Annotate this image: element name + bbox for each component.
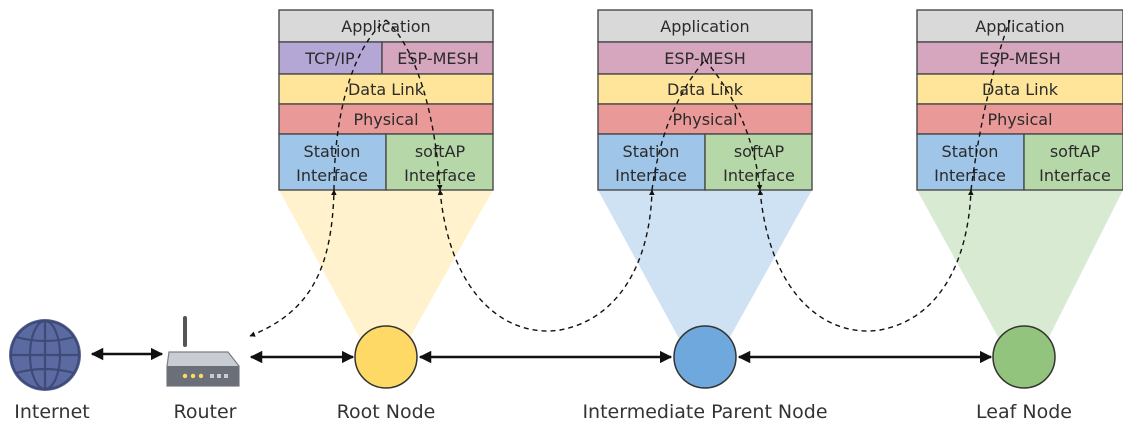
root-esp-mesh-label: ESP-MESH: [397, 49, 478, 68]
physical-links: [90, 347, 993, 364]
data-path-router-to-root-station: [249, 189, 337, 337]
intermediate-data-link-layer: [597, 73, 813, 105]
root-data-link-label: Data Link: [348, 80, 425, 99]
internet-label: Internet: [14, 401, 89, 423]
data-path-root-softap-to-intermediate-station: [437, 189, 655, 332]
leaf-node-label: Leaf Node: [976, 401, 1072, 423]
intermediate-node-label: Intermediate Parent Node: [582, 401, 827, 423]
intermediate-station-label-line1: Station: [623, 142, 680, 161]
leaf-softap-interface: [1023, 133, 1123, 191]
leaf-node-stack: Application ESP-MESH Data Link Physical …: [916, 9, 1123, 191]
root-node-stack: Application TCP/IP ESP-MESH Data Link Ph…: [278, 9, 494, 191]
intermediate-node-circle: [673, 325, 737, 389]
router-icon: [166, 316, 240, 387]
root-application-label: Application: [341, 17, 430, 36]
root-node-label: Root Node: [337, 401, 436, 423]
leaf-softap-label-line1: softAP: [1050, 142, 1101, 161]
leaf-data-link-label: Data Link: [982, 80, 1059, 99]
leaf-application-label: Application: [975, 17, 1064, 36]
data-path-intermediate-softap-to-leaf-station: [757, 189, 974, 332]
leaf-station-interface: [916, 133, 1025, 191]
intermediate-data-link-label: Data Link: [667, 80, 744, 99]
root-tcpip-layer: [278, 41, 383, 75]
leaf-node-circle: [992, 325, 1056, 389]
leaf-station-label-line2: Interface: [934, 166, 1006, 185]
data-path-intermediate-station-to-esp-mesh: [651, 59, 706, 191]
data-path-root-station-to-app: [333, 19, 387, 191]
router-label: Router: [174, 401, 237, 423]
root-station-label-line2: Interface: [296, 166, 368, 185]
leaf-physical-label: Physical: [987, 110, 1052, 129]
leaf-physical-layer: [916, 103, 1123, 135]
leaf-station-label-line1: Station: [942, 142, 999, 161]
root-esp-mesh-layer: [381, 41, 494, 75]
leaf-node-cone: [917, 190, 1123, 355]
intermediate-station-label-line2: Interface: [615, 166, 687, 185]
root-tcpip-label: TCP/IP: [304, 49, 355, 68]
leaf-softap-label-line2: Interface: [1039, 166, 1111, 185]
root-softap-label-line1: softAP: [415, 142, 466, 161]
leaf-esp-mesh-layer: [916, 41, 1123, 75]
intermediate-application-layer: [597, 9, 813, 43]
intermediate-station-interface: [597, 133, 706, 191]
intermediate-esp-mesh-label: ESP-MESH: [664, 49, 745, 68]
intermediate-physical-label: Physical: [672, 110, 737, 129]
intermediate-application-label: Application: [660, 17, 749, 36]
root-softap-label-line2: Interface: [404, 166, 476, 185]
root-physical-label: Physical: [353, 110, 418, 129]
root-node-circle: [354, 325, 418, 389]
intermediate-node-cone: [598, 190, 812, 355]
intermediate-softap-label-line2: Interface: [723, 166, 795, 185]
data-path-root-app-to-softap: [385, 19, 443, 191]
data-path-intermediate-esp-mesh-to-softap: [704, 59, 763, 191]
leaf-application-layer: [916, 9, 1123, 43]
root-station-label-line1: Station: [304, 142, 361, 161]
root-application-layer: [278, 9, 494, 43]
intermediate-softap-label-line1: softAP: [734, 142, 785, 161]
intermediate-node-stack: Application ESP-MESH Data Link Physical …: [597, 9, 813, 191]
data-path: [249, 19, 1011, 337]
intermediate-softap-interface: [704, 133, 813, 191]
leaf-esp-mesh-label: ESP-MESH: [979, 49, 1060, 68]
intermediate-esp-mesh-layer: [597, 41, 813, 75]
globe-icon: [9, 319, 81, 391]
